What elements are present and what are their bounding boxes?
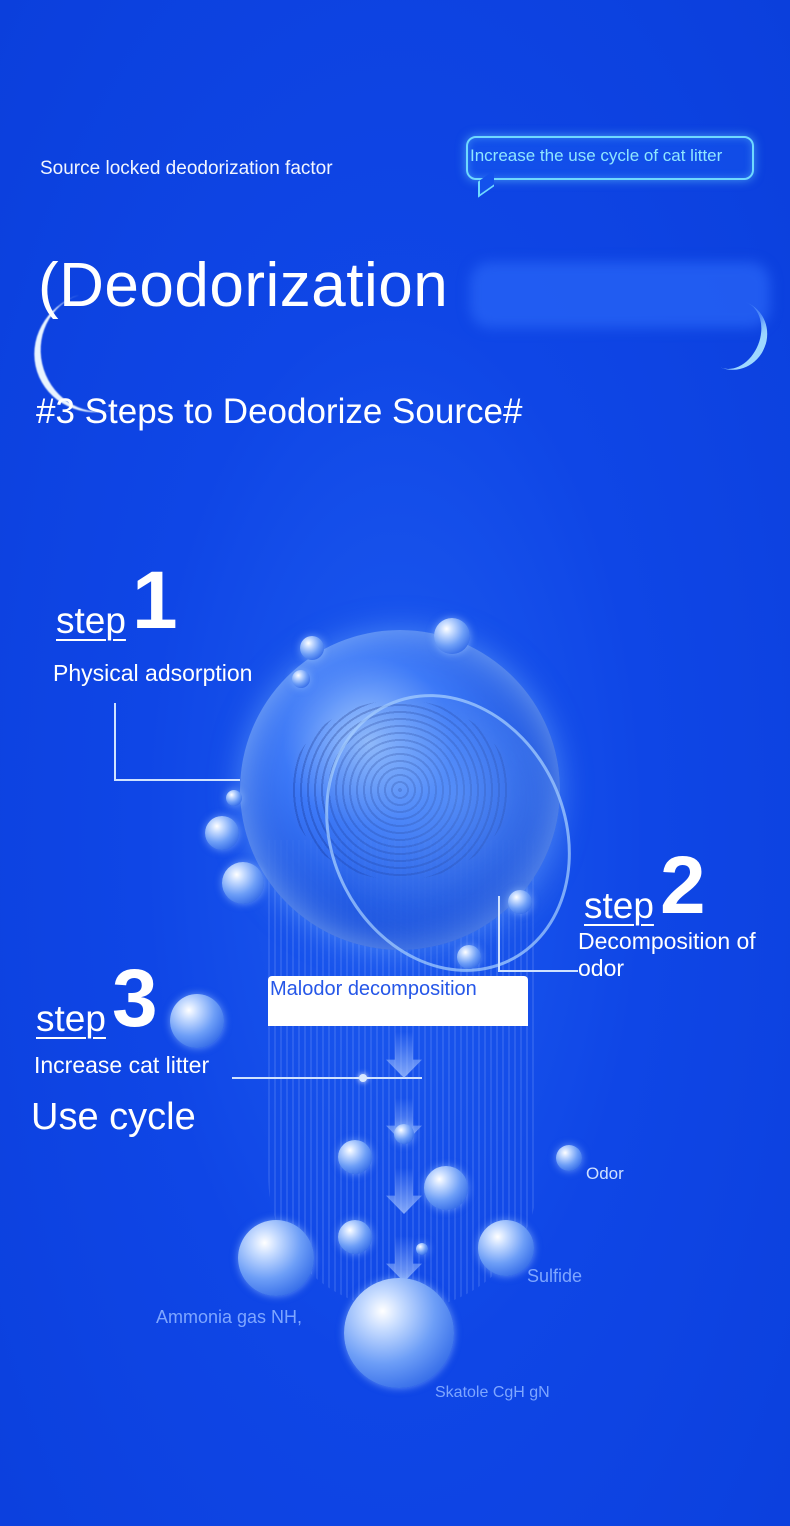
bubble-small xyxy=(508,890,532,914)
bubble-small xyxy=(292,670,310,688)
malodor-label: Malodor decomposition xyxy=(270,978,477,1000)
bubble-small xyxy=(457,945,481,969)
odor-label: Odor xyxy=(586,1164,624,1183)
step-2-number: 2 xyxy=(659,840,706,931)
step-3-heading: step 3 xyxy=(36,958,158,1040)
bubble-small xyxy=(226,790,242,806)
step-2-connector xyxy=(498,970,578,972)
odor-particle xyxy=(338,1220,372,1254)
step-3-number: 3 xyxy=(111,953,158,1044)
odor-particle xyxy=(424,1166,468,1210)
step-2-word: step xyxy=(584,885,654,926)
step-1-word: step xyxy=(56,600,126,641)
bubble-small xyxy=(222,862,264,904)
speech-bubble-text: Increase the use cycle of cat litter xyxy=(470,146,723,165)
step-2-caption: Decomposition of odor xyxy=(578,928,756,981)
odor-particle xyxy=(394,1124,414,1144)
odor-particle xyxy=(338,1140,372,1174)
step-3-caption-large: Use cycle xyxy=(31,1096,196,1138)
odor-particle xyxy=(416,1243,428,1255)
skatole-label: Skatole CgH gN xyxy=(435,1384,550,1401)
connector-dot xyxy=(359,1074,367,1082)
top-label: Source locked deodorization factor xyxy=(40,158,333,179)
step-1-connector xyxy=(114,779,240,781)
step-1-connector xyxy=(114,703,116,781)
sulfide-particle xyxy=(478,1220,534,1276)
step-3-connector xyxy=(232,1077,422,1079)
bubble-small xyxy=(434,618,470,654)
hero-title: (Deodorization xyxy=(38,251,449,320)
step-1-heading: step 1 xyxy=(56,560,178,642)
ammonia-particle xyxy=(238,1220,314,1296)
bubble-small xyxy=(300,636,324,660)
skatole-particle xyxy=(344,1278,454,1388)
steps-subtitle: #3 Steps to Deodorize Source# xyxy=(36,392,523,431)
odor-particle xyxy=(556,1145,582,1171)
step-1-number: 1 xyxy=(131,555,178,646)
step-1-caption: Physical adsorption xyxy=(53,660,253,686)
ammonia-label: Ammonia gas NH, xyxy=(156,1307,303,1327)
bubble-small xyxy=(205,816,239,850)
step-3-word: step xyxy=(36,998,106,1039)
hero-blur-panel xyxy=(470,262,770,328)
bubble-step-3 xyxy=(170,994,224,1048)
malodor-label-box xyxy=(268,976,528,1026)
fiber-texture xyxy=(290,700,510,880)
speech-bubble xyxy=(466,136,754,180)
step-2-connector xyxy=(498,896,500,972)
step-3-caption: Increase cat litter xyxy=(34,1052,210,1078)
sulfide-label: Sulfide xyxy=(527,1266,583,1286)
step-2-heading: step 2 xyxy=(584,845,706,927)
